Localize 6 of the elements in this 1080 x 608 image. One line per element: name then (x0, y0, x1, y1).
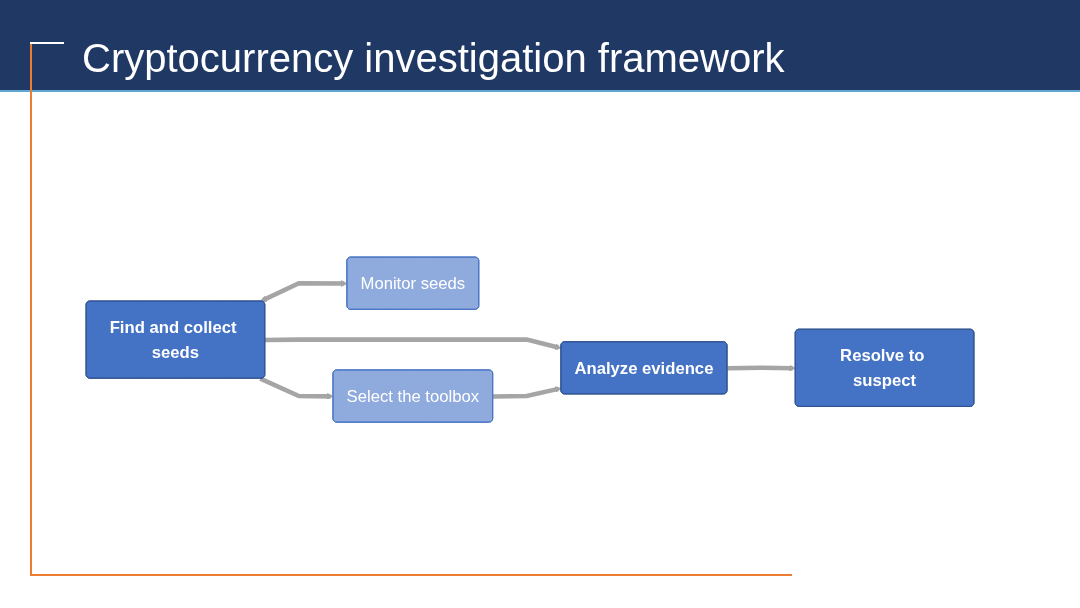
arrow (260, 280, 348, 303)
arrow (493, 386, 562, 400)
arrow (265, 337, 562, 351)
title: Cryptocurrency investigation framework (82, 35, 785, 82)
arrow (727, 365, 796, 372)
arrow (259, 376, 334, 401)
